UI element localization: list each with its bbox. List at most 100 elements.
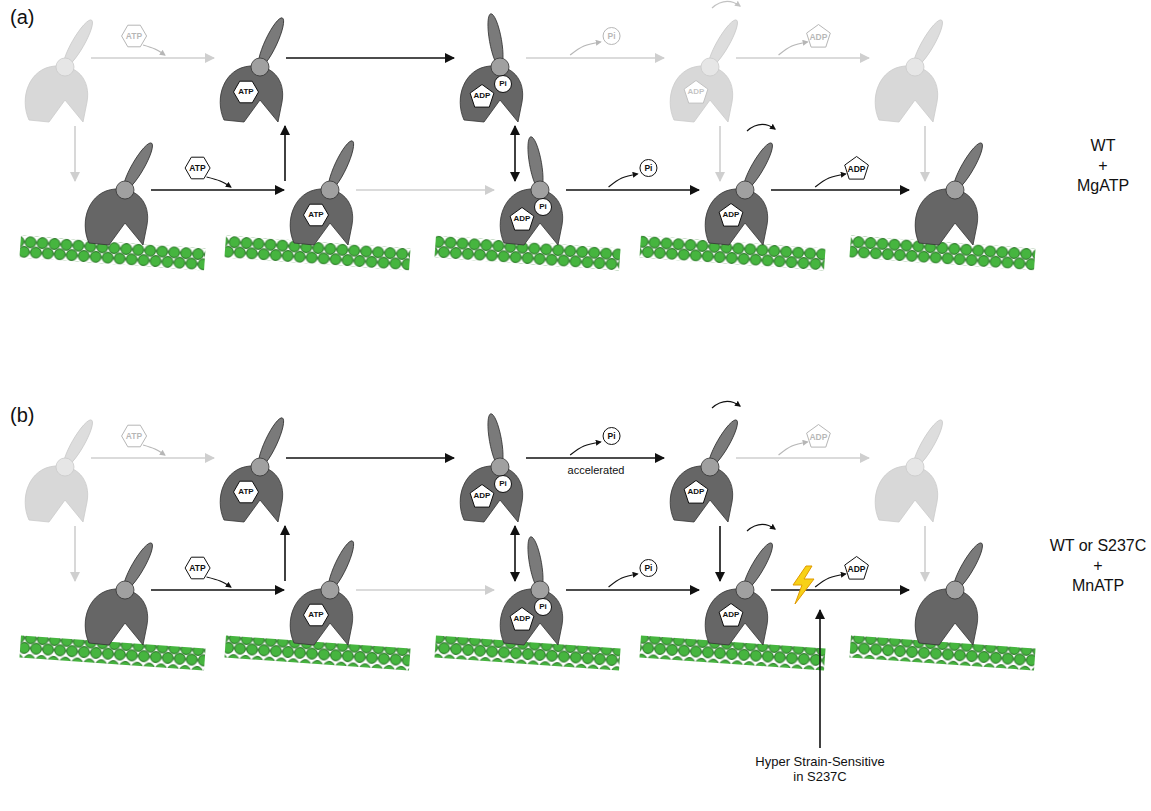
exchange-arrow xyxy=(779,442,808,455)
state-transition-arrow xyxy=(924,126,926,181)
state-transition-arrow xyxy=(286,57,454,59)
nucleotide-label: ATP xyxy=(126,432,142,441)
nucleotide-label: ADP xyxy=(514,615,531,623)
myosin-state: ATP xyxy=(218,62,282,122)
converter xyxy=(116,181,134,199)
myosin-icon xyxy=(873,462,937,522)
exchange-arrow xyxy=(815,174,845,187)
nucleotide-shape xyxy=(535,199,552,216)
motor-head xyxy=(500,189,562,245)
myosin-icon xyxy=(23,62,87,122)
nucleotide-exchange xyxy=(779,425,831,456)
exchange-arrow xyxy=(609,574,638,587)
nucleotide-shape xyxy=(495,476,512,493)
motor-head xyxy=(25,66,87,122)
converter xyxy=(491,458,509,476)
converter xyxy=(906,458,924,476)
motor-head xyxy=(670,466,732,522)
nucleotide-shape xyxy=(304,604,329,626)
state-transition-arrow xyxy=(74,126,76,181)
nucleotide-shape xyxy=(234,481,259,503)
nucleotide-label: Pi xyxy=(499,480,507,488)
nucleotide-shape xyxy=(234,81,259,103)
nucleotide-label: ADP xyxy=(848,165,866,174)
exchange-arrow xyxy=(779,42,808,55)
converter xyxy=(321,181,339,199)
converter xyxy=(491,58,509,76)
nucleotide-label: ATP xyxy=(238,488,253,496)
panel-label: (a) xyxy=(10,6,34,29)
state-transition-arrow xyxy=(566,189,699,191)
motor-head xyxy=(915,189,977,245)
converter xyxy=(321,581,339,599)
nucleotide-label: Pi xyxy=(644,564,652,573)
nucleotide-shape xyxy=(185,557,210,579)
myosin-state: ATP xyxy=(288,185,352,245)
converter xyxy=(56,458,74,476)
nucleotide-shape xyxy=(684,481,708,504)
nucleotide-shape xyxy=(807,425,831,448)
swing-arrow xyxy=(747,124,775,131)
state-transition-arrow xyxy=(151,189,284,191)
nucleotide-shape xyxy=(845,557,869,580)
converter xyxy=(701,458,719,476)
nucleotide-shape xyxy=(640,160,657,177)
exchange-arrow xyxy=(609,174,638,187)
nucleotide-shape xyxy=(807,25,831,48)
nucleotide-label: Pi xyxy=(644,164,652,173)
nucleotide-label: ADP xyxy=(848,565,866,574)
nucleotide-exchange xyxy=(570,428,620,456)
nucleotide-label: ADP xyxy=(688,488,705,496)
nucleotide-shape xyxy=(185,157,210,179)
swing-arrow xyxy=(712,401,740,408)
nucleotide-exchange xyxy=(609,160,657,188)
converter xyxy=(736,581,754,599)
motor-head xyxy=(875,66,937,122)
converter xyxy=(946,581,964,599)
nucleotide-label: ADP xyxy=(723,211,740,219)
state-transition-arrow xyxy=(736,57,869,59)
myosin-state xyxy=(23,62,87,122)
nucleotide-exchange xyxy=(609,560,657,588)
myosin-icon xyxy=(83,585,147,645)
converter xyxy=(251,458,269,476)
nucleotide-exchange xyxy=(185,557,231,587)
converter xyxy=(946,181,964,199)
swing-arrow xyxy=(712,1,740,8)
state-transition-arrow xyxy=(356,589,494,591)
state-transition-arrow xyxy=(771,589,909,591)
myosin-state: ATP xyxy=(288,585,352,645)
nucleotide-shape xyxy=(122,25,147,47)
nucleotide-label: ADP xyxy=(723,611,740,619)
myosin-icon xyxy=(873,62,937,122)
nucleotide-label: ADP xyxy=(688,88,705,96)
nucleotide-label: ADP xyxy=(474,492,491,500)
state-transition-arrow xyxy=(151,589,284,591)
nucleotide-shape xyxy=(640,560,657,577)
converter xyxy=(531,581,549,599)
exchange-arrow xyxy=(570,442,600,455)
nucleotide-label: ADP xyxy=(474,92,491,100)
nucleotide-shape xyxy=(510,208,534,231)
exchange-arrow xyxy=(207,177,231,187)
motor-head xyxy=(25,466,87,522)
state-transition-arrow xyxy=(771,189,909,191)
state-transition-arrow xyxy=(526,457,664,459)
state-transition-arrow xyxy=(91,457,214,459)
nucleotide-exchange xyxy=(815,557,868,588)
nucleotide-label: ATP xyxy=(308,611,323,619)
exchange-arrow xyxy=(143,445,165,455)
swing-arrow xyxy=(747,524,775,531)
myosin-icon xyxy=(83,185,147,245)
myosin-state: ADP Pi xyxy=(458,462,522,522)
nucleotide-shape xyxy=(495,76,512,93)
nucleotide-label: Pi xyxy=(608,32,616,41)
nucleotide-shape xyxy=(470,485,494,508)
motor-head xyxy=(220,66,282,122)
condition-label: MgATP xyxy=(1077,177,1129,195)
motor-head xyxy=(290,189,352,245)
motor-head xyxy=(85,589,147,645)
state-transition-arrow xyxy=(91,57,214,59)
myosin-icon xyxy=(913,185,977,245)
